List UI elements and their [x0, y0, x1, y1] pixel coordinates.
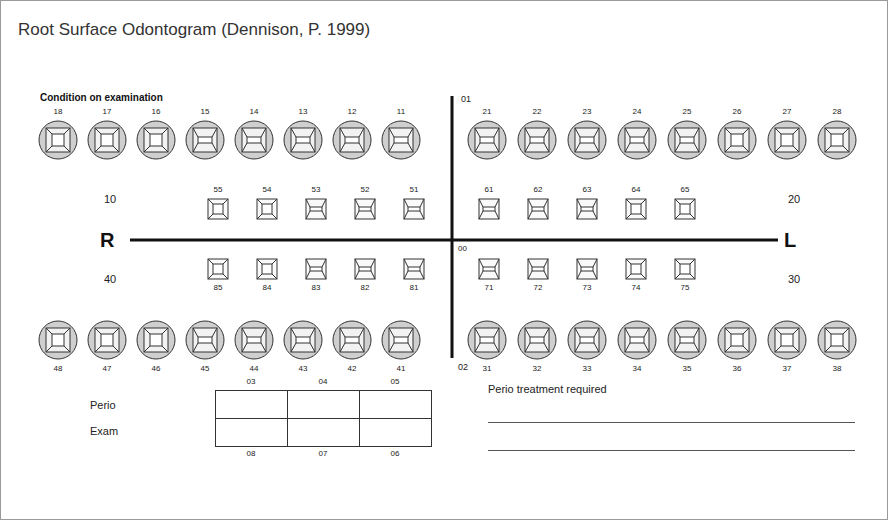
- tooth-number: 82: [361, 283, 370, 293]
- tooth-number: 85: [214, 283, 223, 293]
- tooth-number: 11: [397, 107, 405, 117]
- tooth-number: 72: [534, 283, 543, 293]
- sextant-number: 03: [247, 377, 256, 387]
- side-letter: L: [784, 228, 796, 252]
- quadrant-code: 30: [788, 273, 800, 286]
- tooth-number: 41: [397, 364, 406, 374]
- tooth-number: 33: [583, 364, 592, 374]
- tooth-number: 38: [833, 364, 842, 374]
- writing-line: [488, 423, 855, 451]
- tooth-number: 32: [533, 364, 542, 374]
- tooth-number: 22: [533, 107, 542, 117]
- tooth-number: 35: [683, 364, 692, 374]
- section-heading: Condition on examination: [40, 92, 163, 104]
- tooth-number: 21: [483, 107, 492, 117]
- tooth-number: 15: [201, 107, 210, 117]
- tooth-number: 26: [733, 107, 742, 117]
- quadrant-code: 02: [458, 362, 468, 373]
- tooth-number: 52: [361, 185, 370, 195]
- tooth-number: 37: [783, 364, 792, 374]
- tooth-number: 48: [54, 364, 63, 374]
- tooth-number: 75: [681, 283, 690, 293]
- tooth-number: 62: [534, 185, 543, 195]
- chart-title: Root Surface Odontogram (Dennison, P. 19…: [18, 20, 370, 40]
- tooth-number: 12: [348, 107, 357, 117]
- tooth-number: 47: [103, 364, 112, 374]
- tooth-number: 54: [263, 185, 272, 195]
- tooth-number: 81: [410, 283, 419, 293]
- tooth-number: 84: [263, 283, 272, 293]
- tooth-number: 44: [250, 364, 259, 374]
- quadrant-code: 01: [461, 94, 471, 105]
- tooth-number: 65: [681, 185, 690, 195]
- tooth-number: 18: [54, 107, 63, 117]
- sextant-number: 04: [319, 377, 328, 387]
- midline: [451, 96, 454, 358]
- tooth-number: 45: [201, 364, 210, 374]
- tooth-number: 34: [633, 364, 642, 374]
- tooth-number: 61: [485, 185, 494, 195]
- quadrant-code: 00: [457, 244, 468, 254]
- tooth-number: 23: [583, 107, 592, 117]
- tooth-number: 53: [312, 185, 321, 195]
- primary-tooth-symbol: [208, 259, 695, 279]
- tooth-number: 36: [733, 364, 742, 374]
- tooth-number: 25: [683, 107, 692, 117]
- quadrant-code: 10: [104, 193, 116, 206]
- tooth-number: 55: [214, 185, 223, 195]
- tooth-number: 42: [348, 364, 357, 374]
- tooth-symbol: [39, 321, 856, 359]
- quadrant-code: 40: [104, 273, 116, 286]
- tooth-number: 27: [783, 107, 792, 117]
- note-heading: Perio treatment required: [488, 383, 607, 396]
- quadrant-code: 20: [788, 193, 800, 206]
- tooth-number: 14: [250, 107, 259, 117]
- midline: [130, 239, 778, 242]
- tooth-number: 43: [299, 364, 308, 374]
- tooth-number: 28: [833, 107, 842, 117]
- sextant-number: 06: [391, 449, 400, 459]
- row-label: Perio: [90, 399, 116, 412]
- tooth-number: 46: [152, 364, 161, 374]
- tooth-number: 51: [410, 185, 419, 195]
- tooth-number: 17: [103, 107, 112, 117]
- tooth-number: 71: [485, 283, 494, 293]
- tooth-number: 16: [152, 107, 161, 117]
- tooth-number: 73: [583, 283, 592, 293]
- sextant-number: 05: [391, 377, 400, 387]
- side-letter: R: [100, 228, 114, 252]
- tooth-number: 63: [583, 185, 592, 195]
- tooth-number: 31: [483, 364, 492, 374]
- row-label: Exam: [90, 425, 118, 438]
- sextant-number: 08: [247, 449, 256, 459]
- primary-tooth-symbol: [208, 199, 695, 219]
- tooth-number: 83: [312, 283, 321, 293]
- sextant-number: 07: [319, 449, 328, 459]
- tooth-number: 64: [632, 185, 641, 195]
- perio-table: [216, 391, 432, 447]
- tooth-symbol: [39, 121, 856, 159]
- tooth-number: 13: [299, 107, 308, 117]
- tooth-number: 74: [632, 283, 641, 293]
- tooth-number: 24: [633, 107, 642, 117]
